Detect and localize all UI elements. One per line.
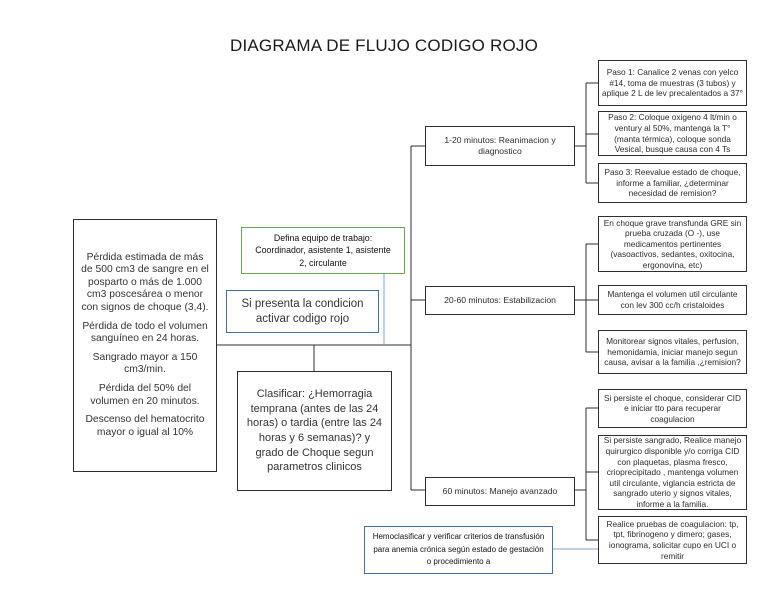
step-text: Realice pruebas de coagulacion: tp, tpt,… xyxy=(606,518,739,561)
step-text: Si persiste el choque, considerar CID e … xyxy=(604,392,741,424)
step-text: Paso 2: Coloque oxigeno 4 lt/min o ventu… xyxy=(608,112,737,155)
classify-text: Clasificar: ¿Hemorragia temprana (antes … xyxy=(246,388,383,474)
step-box: Monitorear signos vitales, perfusion, he… xyxy=(598,330,747,374)
criteria-item: Sangrado mayor a 150 cm3/min. xyxy=(92,351,198,376)
team-box: Defina equipo de trabajo: Coordinador, a… xyxy=(241,227,405,274)
criteria-box: Pérdida estimada de más de 500 cm3 de sa… xyxy=(73,219,217,472)
step-text: Si persiste sangrado, Realice manejo qui… xyxy=(603,435,742,509)
step-box: Si persiste el choque, considerar CID e … xyxy=(598,389,747,428)
criteria-item: Pérdida estimada de más de 500 cm3 de sa… xyxy=(81,251,209,314)
phase-label: 1-20 minutos: Reanimacion y diagnostico xyxy=(444,134,556,157)
phase-label: 60 minutos: Manejo avanzado xyxy=(442,485,558,496)
step-text: En choque grave transfunda GRE sin prueb… xyxy=(603,217,742,270)
step-box: Mantenga el volumen util circulante con … xyxy=(598,285,747,315)
step-text: Mantenga el volumen util circulante con … xyxy=(607,289,738,310)
step-box: En choque grave transfunda GRE sin prueb… xyxy=(598,216,747,272)
criteria-item: Descenso del hematocrito mayor o igual a… xyxy=(85,414,205,438)
step-text: Monitorear signos vitales, perfusion, he… xyxy=(604,336,741,368)
phase-2-box: 20-60 minutos: Estabilizacion xyxy=(425,286,575,315)
step-box: Paso 2: Coloque oxigeno 4 lt/min o ventu… xyxy=(598,111,747,156)
hemoclassify-text: Hemoclasificar y verificar criterios de … xyxy=(372,532,545,567)
team-text: Defina equipo de trabajo: Coordinador, a… xyxy=(255,232,391,268)
activate-text: Si presenta la condicion activar codigo … xyxy=(241,297,364,325)
step-text: Paso 3: Reevalue estado de choque, infor… xyxy=(604,167,741,199)
diagram-title: DIAGRAMA DE FLUJO CODIGO ROJO xyxy=(229,36,539,55)
activate-box: Si presenta la condicion activar codigo … xyxy=(226,290,379,333)
step-box: Paso 1: Canalice 2 venas con yelco #14, … xyxy=(598,60,747,106)
step-box: Si persiste sangrado, Realice manejo qui… xyxy=(598,435,747,510)
step-box: Realice pruebas de coagulacion: tp, tpt,… xyxy=(598,516,747,564)
criteria-item: Pérdida del 50% del volumen en 20 minuto… xyxy=(90,382,200,407)
step-box: Paso 3: Reevalue estado de choque, infor… xyxy=(598,163,747,203)
hemoclassify-box: Hemoclasificar y verificar criterios de … xyxy=(364,526,553,574)
step-text: Paso 1: Canalice 2 venas con yelco #14, … xyxy=(602,67,743,99)
phase-3-box: 60 minutos: Manejo avanzado xyxy=(425,477,575,506)
classify-box: Clasificar: ¿Hemorragia temprana (antes … xyxy=(237,371,392,491)
phase-1-box: 1-20 minutos: Reanimacion y diagnostico xyxy=(425,126,575,166)
criteria-item: Pérdida de todo el volumen sanguíneo en … xyxy=(82,320,208,345)
phase-label: 20-60 minutos: Estabilizacion xyxy=(444,294,556,305)
